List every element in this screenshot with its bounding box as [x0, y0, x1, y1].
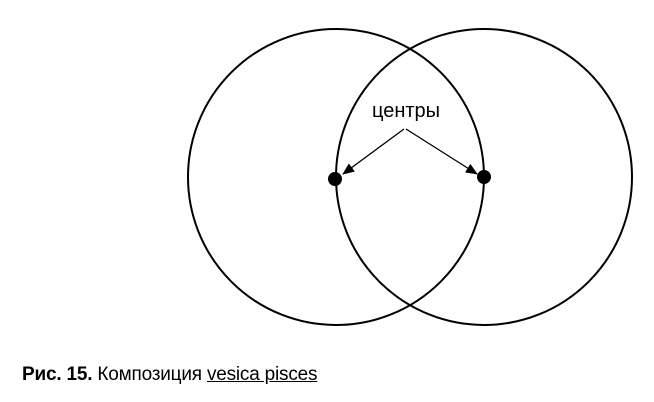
caption-figure-number: Рис. 15.	[22, 364, 93, 385]
caption-text: Композиция	[97, 364, 202, 385]
arrow-to-left-center	[342, 128, 405, 175]
left-center-point	[328, 172, 342, 186]
vesica-pisces-diagram: центры	[187, 28, 633, 326]
right-center-point	[477, 170, 491, 184]
figure-caption: Рис. 15. Композиция vesica pisces	[22, 364, 318, 386]
arrow-to-right-center	[405, 128, 478, 175]
centers-label: центры	[372, 100, 440, 122]
caption-term: vesica pisces	[206, 364, 318, 385]
